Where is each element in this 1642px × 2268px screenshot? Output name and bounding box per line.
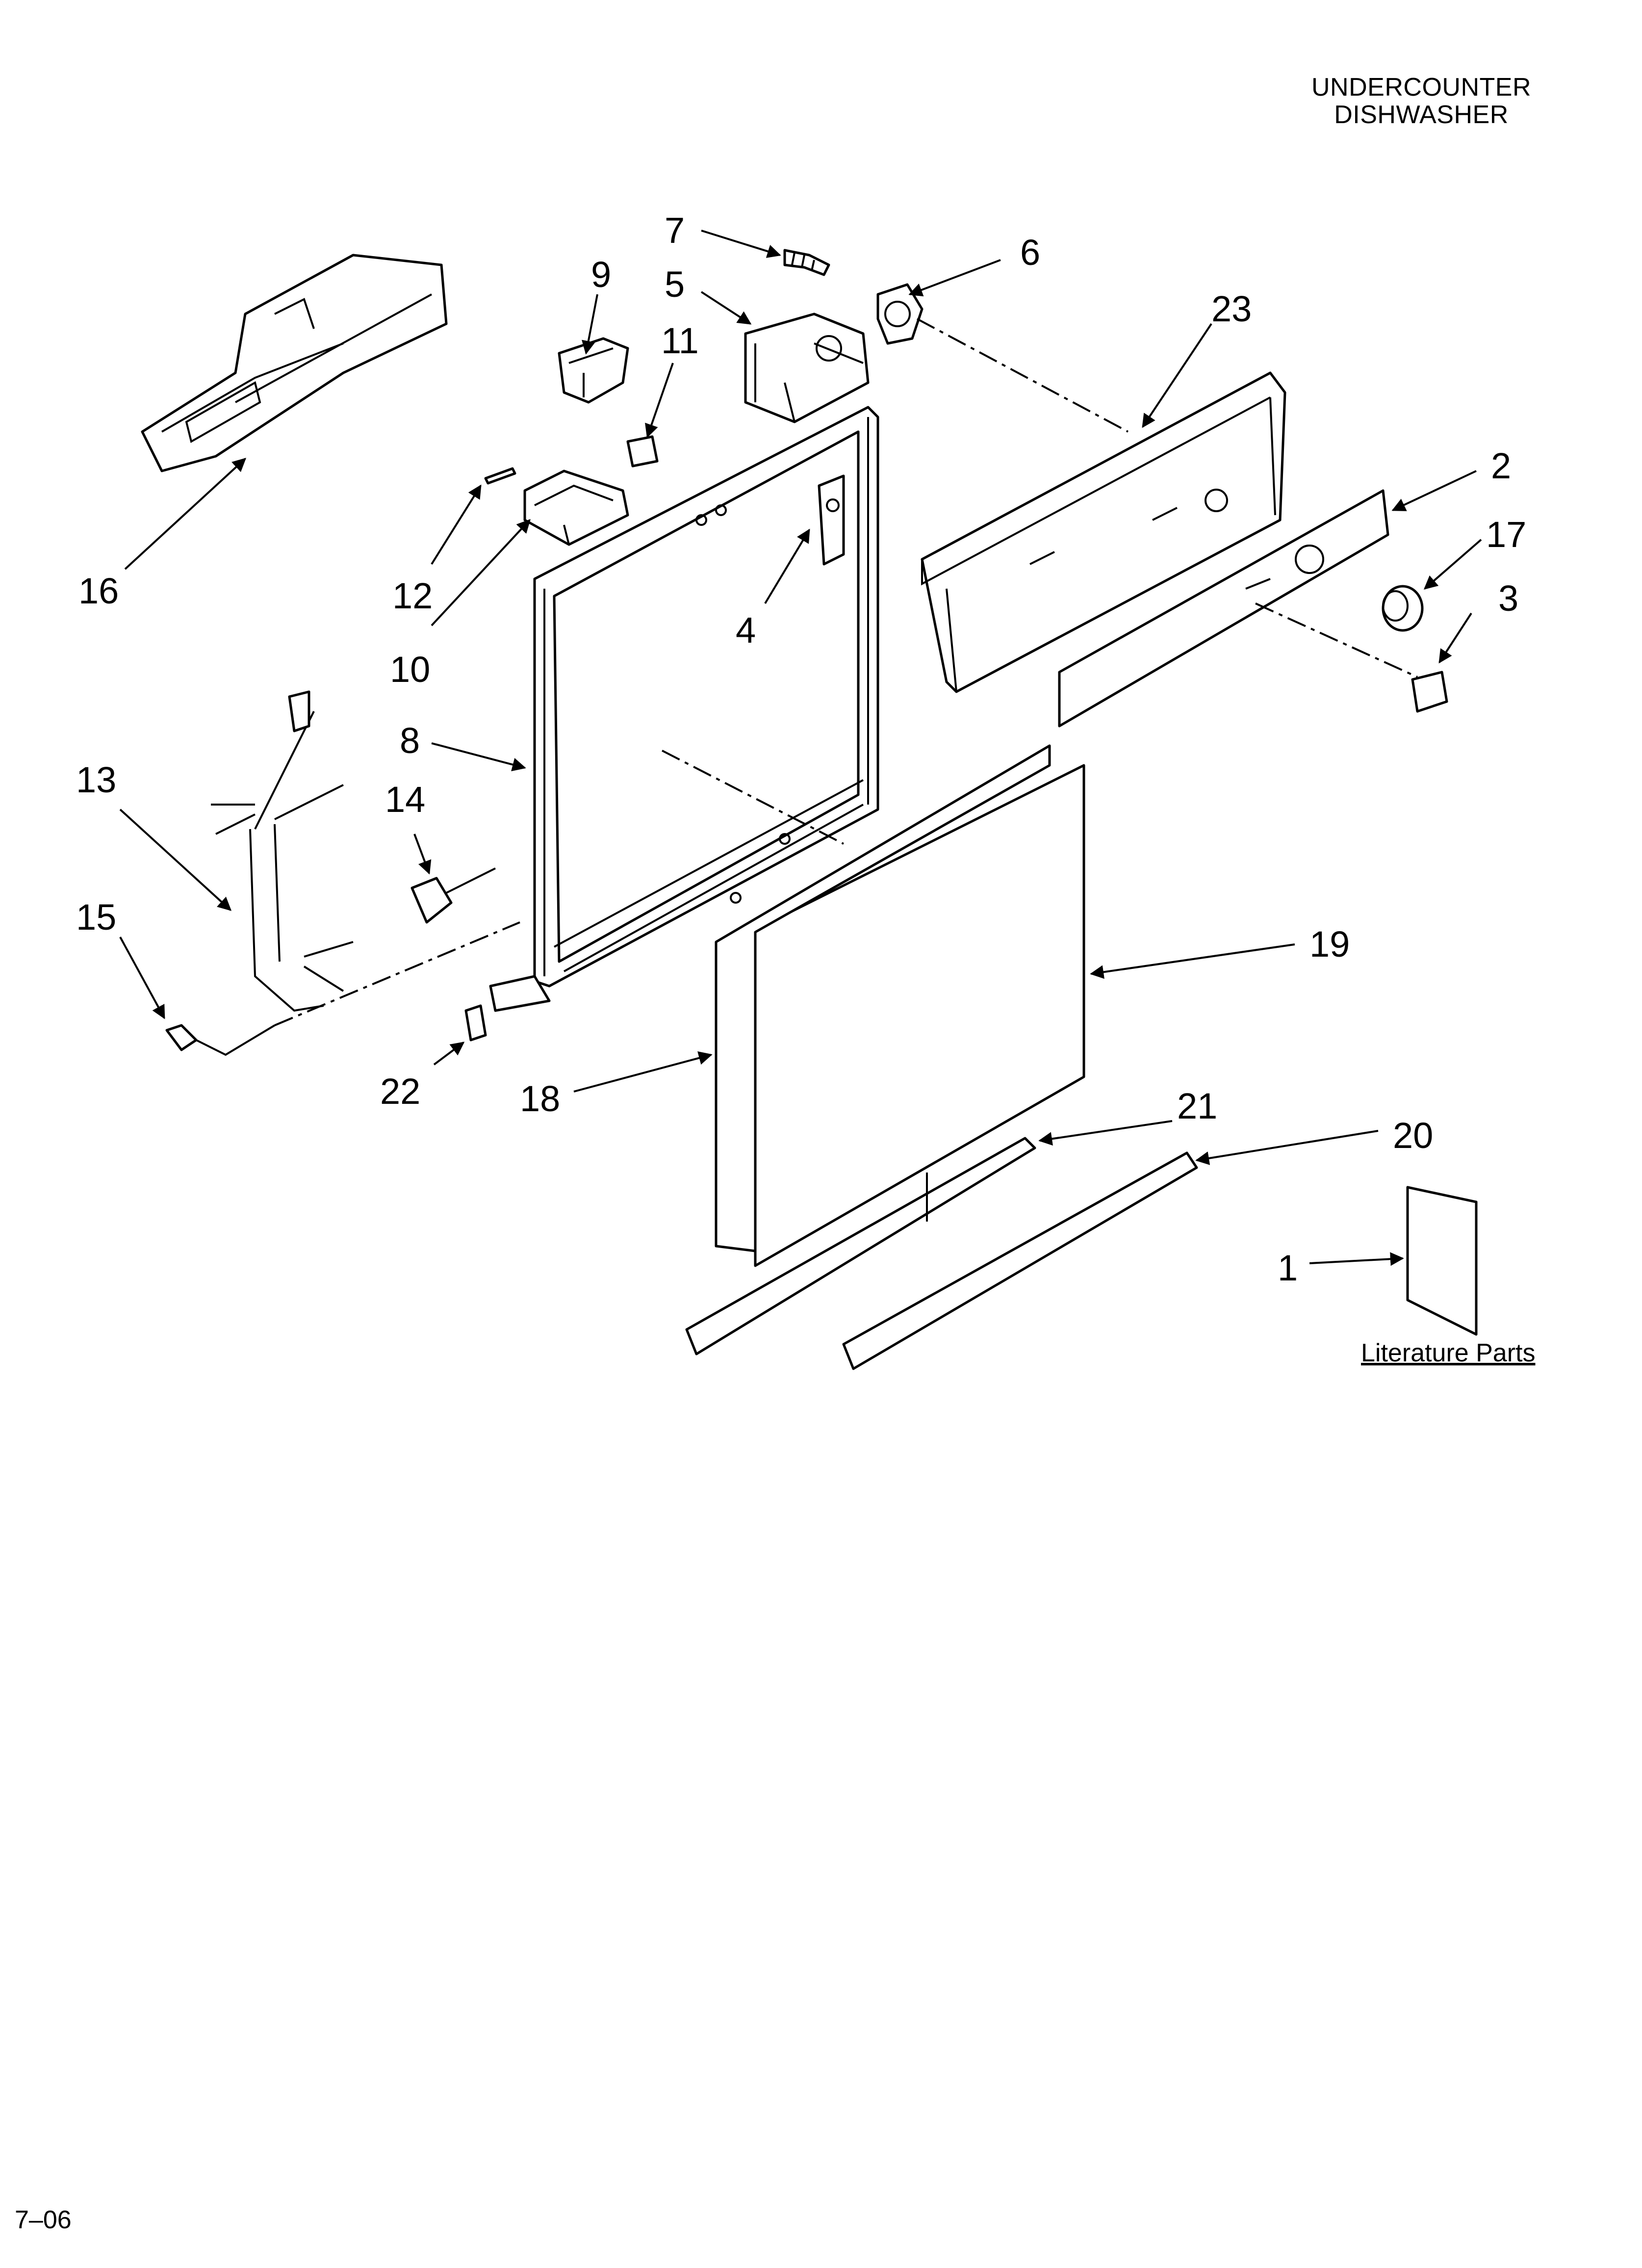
part-8-door-frame xyxy=(489,406,879,1012)
callout-5: 5 xyxy=(665,264,685,305)
title-line-1: UNDERCOUNTER xyxy=(1311,73,1531,102)
callout-16: 16 xyxy=(78,571,119,611)
callout-19: 19 xyxy=(1309,924,1350,965)
callout-2: 2 xyxy=(1491,445,1511,486)
part-3-clip xyxy=(1411,671,1448,713)
dash-harness-to-frame xyxy=(274,921,520,1026)
part-14-sensor xyxy=(410,867,496,924)
callout-12: 12 xyxy=(392,575,433,616)
callout-23: 23 xyxy=(1211,288,1252,329)
callout-13: 13 xyxy=(76,759,116,800)
part-15-screw xyxy=(165,1024,276,1056)
callout-6: 6 xyxy=(1020,232,1040,273)
leader-lines xyxy=(119,230,1482,1266)
callout-1: 1 xyxy=(1278,1248,1298,1288)
diagram-title: UNDERCOUNTER DISHWASHER xyxy=(1274,74,1568,129)
callout-18: 18 xyxy=(520,1078,560,1119)
part-20-trim xyxy=(842,1151,1198,1370)
part-13-harness xyxy=(211,690,354,1012)
dash-overlay-to-clip xyxy=(1255,602,1418,678)
part-11-clip xyxy=(626,435,659,468)
callout-20: 20 xyxy=(1393,1115,1433,1156)
part-2-overlay xyxy=(1058,489,1389,728)
callout-3: 3 xyxy=(1498,578,1518,619)
callout-8: 8 xyxy=(400,720,420,761)
literature-parts-label: Literature Parts xyxy=(1361,1339,1536,1367)
dash-frame-to-panel xyxy=(662,750,844,845)
callout-10: 10 xyxy=(390,649,430,690)
part-10-bracket xyxy=(523,469,629,546)
part-7-screw xyxy=(783,249,830,276)
part-23-console xyxy=(921,371,1286,693)
part-18-insulation xyxy=(715,744,1051,1252)
part-1-literature xyxy=(1406,1186,1478,1336)
callout-21: 21 xyxy=(1177,1086,1217,1126)
part-5-switch xyxy=(744,313,870,423)
part-12-strip xyxy=(484,467,516,485)
callout-7: 7 xyxy=(665,210,685,251)
callout-9: 9 xyxy=(591,254,611,295)
part-4-strike xyxy=(818,474,845,566)
callout-22: 22 xyxy=(380,1071,420,1112)
callout-17: 17 xyxy=(1486,514,1526,555)
part-21-trim xyxy=(685,1137,1036,1356)
part-17-knob xyxy=(1382,585,1424,632)
callout-4: 4 xyxy=(736,610,756,651)
part-16-housing xyxy=(141,254,448,472)
callout-14: 14 xyxy=(385,779,425,820)
part-9-latch xyxy=(558,337,629,404)
title-line-2: DISHWASHER xyxy=(1334,101,1509,129)
dash-knob-to-panel xyxy=(917,318,1129,433)
part-22-clip xyxy=(464,1004,487,1042)
part-6-knob xyxy=(876,283,924,345)
callout-11: 11 xyxy=(661,320,699,361)
callout-15: 15 xyxy=(76,897,116,938)
callout-labels: 16 9 11 12 10 7 5 6 23 2 17 3 4 8 13 14 … xyxy=(76,210,1536,1367)
page-code: 7–06 xyxy=(15,2206,72,2234)
